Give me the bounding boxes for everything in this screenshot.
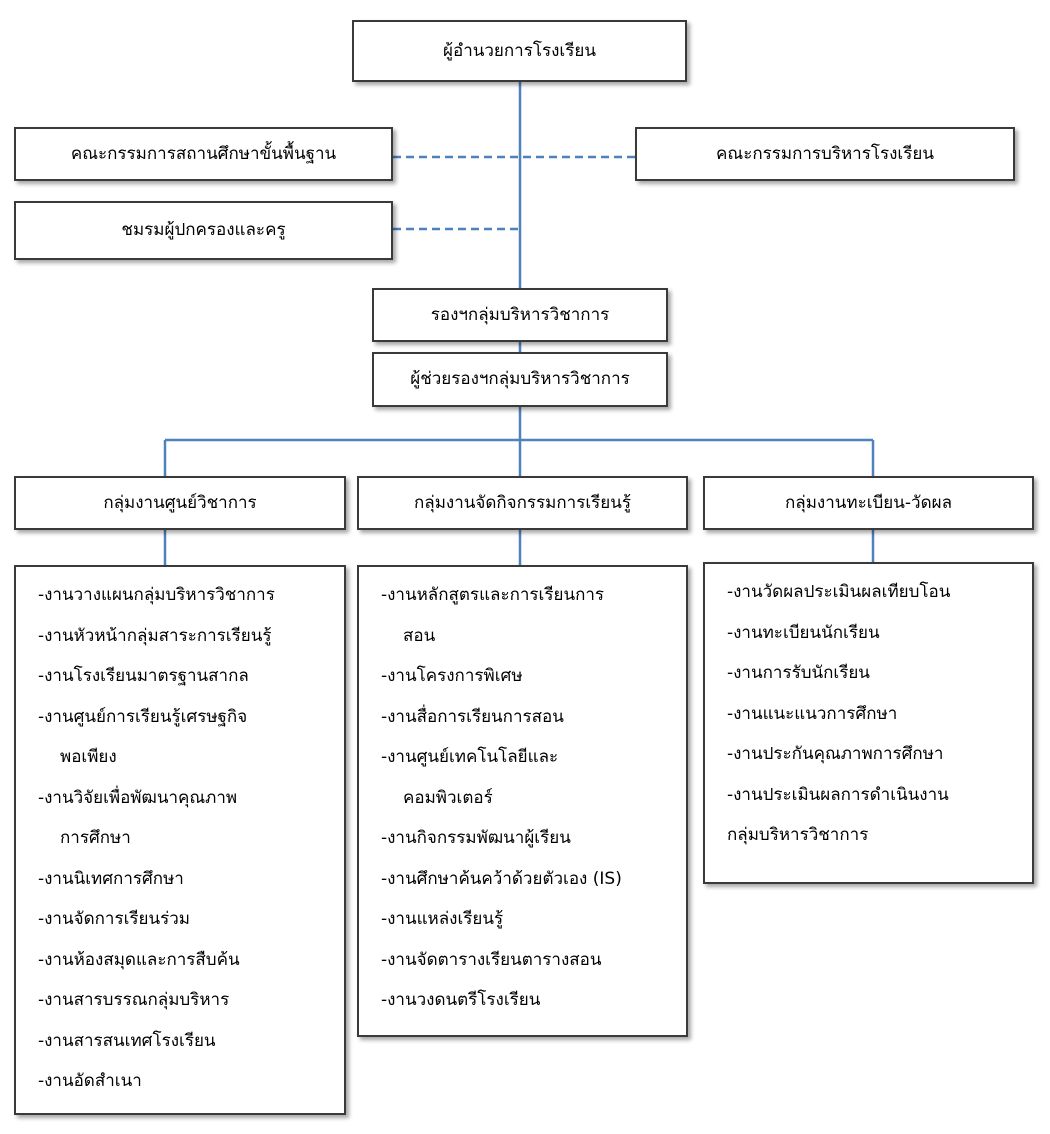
list-item: -งานสารสนเทศโรงเรียน [38,1021,344,1062]
list-item-text: -งานจัดตารางเรียนตารางสอน [381,949,602,970]
list-item-text-continued: พอเพียง [60,747,117,767]
list-item: -งานนิเทศการศึกษา [38,859,344,900]
list-item: -งานประกันคุณภาพการศึกษา [727,734,1032,775]
group-title: กลุ่มงานจัดกิจกรรมการเรียนรู้ [413,492,632,513]
list-item: -งานทะเบียนนักเรียน [727,613,1032,654]
task-list: -งานหลักสูตรและการเรียนการสอน -งานโครงการ… [381,575,686,1021]
admin-board-label: คณะกรรมการบริหารโรงเรียน [716,143,934,164]
list-item-text-continued: คอมพิวเตอร์ [403,787,493,808]
group-header-registration-evaluation: กลุ่มงานทะเบียน-วัดผล [703,476,1034,530]
assistant-box: ผู้ช่วยรองฯกลุ่มบริหารวิชาการ [372,352,668,407]
list-item: -งานวงดนตรีโรงเรียน [381,980,686,1021]
list-item-text: -งานกิจกรรมพัฒนาผู้เรียน [381,828,571,848]
list-item: -งานหัวหน้ากลุ่มสาระการเรียนรู้ [38,616,344,657]
list-item-text-continued: กลุ่มบริหารวิชาการ [727,825,869,845]
list-item-text: -งานหัวหน้ากลุ่มสาระการเรียนรู้ [38,625,272,646]
list-item-text: -งานโครงการพิเศษ [381,666,523,686]
list-item: -งานแนะแนวการศึกษา [727,694,1032,735]
list-item-text: -งานอัดสำเนา [38,1071,142,1091]
list-item: -งานห้องสมุดและการสืบค้น [38,940,344,981]
list-item-text: -งานวิจัยเพื่อพัฒนาคุณภาพ [38,787,238,808]
admin-board-box: คณะกรรมการบริหารโรงเรียน [635,127,1015,181]
list-item-text-continued: การศึกษา [60,828,131,848]
deputy-label: รองฯกลุ่มบริหารวิชาการ [430,304,610,325]
group-title: กลุ่มงานศูนย์วิชาการ [103,492,257,513]
task-list-academic-center: -งานวางแผนกลุ่มบริหารวิชาการ -งานหัวหน้าก… [14,565,346,1115]
group-header-learning-activities: กลุ่มงานจัดกิจกรรมการเรียนรู้ [357,476,688,530]
list-item-text: -งานวงดนตรีโรงเรียน [381,990,541,1010]
basic-board-label: คณะกรรมการสถานศึกษาขั้นพื้นฐาน [70,143,337,164]
list-item-text: -งานวางแผนกลุ่มบริหารวิชาการ [38,585,275,605]
list-item: -งานโครงการพิเศษ [381,656,686,697]
list-item-text: -งานห้องสมุดและการสืบค้น [38,949,240,970]
list-item: -งานสื่อการเรียนการสอน [381,697,686,738]
list-item: -งานศึกษาค้นคว้าด้วยตัวเอง (IS) [381,859,686,900]
list-item-text: -งานประเมินผลการดำเนินงาน [727,784,949,805]
assistant-label: ผู้ช่วยรองฯกลุ่มบริหารวิชาการ [410,369,630,390]
list-item-text: -งานแหล่งเรียนรู้ [381,909,504,929]
basic-board-box: คณะกรรมการสถานศึกษาขั้นพื้นฐาน [14,127,393,181]
list-item-text: -งานศูนย์การเรียนรู้เศรษฐกิจ [38,706,248,727]
list-item: -งานจัดตารางเรียนตารางสอน [381,940,686,981]
list-item-text: -งานแนะแนวการศึกษา [727,703,898,724]
task-list-learning-activities: -งานหลักสูตรและการเรียนการสอน -งานโครงการ… [357,565,688,1037]
list-item: -งานโรงเรียนมาตรฐานสากล [38,656,344,697]
list-item: -งานการรับนักเรียน [727,653,1032,694]
director-box: ผู้อำนวยการโรงเรียน [352,20,687,82]
list-item-text: -งานสื่อการเรียนการสอน [381,706,564,727]
list-item-text: -งานวัดผลประเมินผลเทียบโอน [727,582,951,602]
list-item-text: -งานหลักสูตรและการเรียนการ [381,585,605,605]
list-item: -งานอัดสำเนา [38,1061,344,1102]
task-list-registration-evaluation: -งานวัดผลประเมินผลเทียบโอน -งานทะเบียนนัก… [703,562,1034,884]
director-label: ผู้อำนวยการโรงเรียน [443,40,596,61]
list-item: -งานวัดผลประเมินผลเทียบโอน [727,572,1032,613]
task-list: -งานวางแผนกลุ่มบริหารวิชาการ -งานหัวหน้าก… [38,575,344,1102]
list-item-text: -งานศึกษาค้นคว้าด้วยตัวเอง (IS) [381,868,622,889]
list-item-text: -งานทะเบียนนักเรียน [727,622,880,643]
list-item-text-continued: สอน [403,625,436,646]
list-item: -งานแหล่งเรียนรู้ [381,899,686,940]
list-item: -งานศูนย์การเรียนรู้เศรษฐกิจพอเพียง [38,697,344,778]
task-list: -งานวัดผลประเมินผลเทียบโอน -งานทะเบียนนัก… [727,572,1032,856]
list-item: -งานประเมินผลการดำเนินงานกลุ่มบริหารวิชา… [727,775,1032,856]
list-item-text: -งานสารสนเทศโรงเรียน [38,1030,216,1051]
list-item: -งานกิจกรรมพัฒนาผู้เรียน [381,818,686,859]
list-item: -งานสารบรรณกลุ่มบริหาร [38,980,344,1021]
list-item: -งานวิจัยเพื่อพัฒนาคุณภาพการศึกษา [38,778,344,859]
list-item: -งานวางแผนกลุ่มบริหารวิชาการ [38,575,344,616]
list-item-text: -งานโรงเรียนมาตรฐานสากล [38,666,249,686]
list-item: -งานจัดการเรียนร่วม [38,899,344,940]
group-title: กลุ่มงานทะเบียน-วัดผล [784,492,952,513]
deputy-box: รองฯกลุ่มบริหารวิชาการ [372,288,668,342]
parents-club-label: ชมรมผู้ปกครองและครู [121,220,286,241]
group-header-academic-center: กลุ่มงานศูนย์วิชาการ [14,476,346,530]
list-item-text: -งานจัดการเรียนร่วม [38,909,190,929]
parents-club-box: ชมรมผู้ปกครองและครู [14,201,393,260]
list-item-text: -งานสารบรรณกลุ่มบริหาร [38,990,230,1010]
list-item: -งานหลักสูตรและการเรียนการสอน [381,575,686,656]
list-item: -งานศูนย์เทคโนโลยีและคอมพิวเตอร์ [381,737,686,818]
list-item-text: -งานศูนย์เทคโนโลยีและ [381,747,559,767]
list-item-text: -งานการรับนักเรียน [727,663,870,683]
list-item-text: -งานนิเทศการศึกษา [38,868,184,889]
list-item-text: -งานประกันคุณภาพการศึกษา [727,744,944,764]
